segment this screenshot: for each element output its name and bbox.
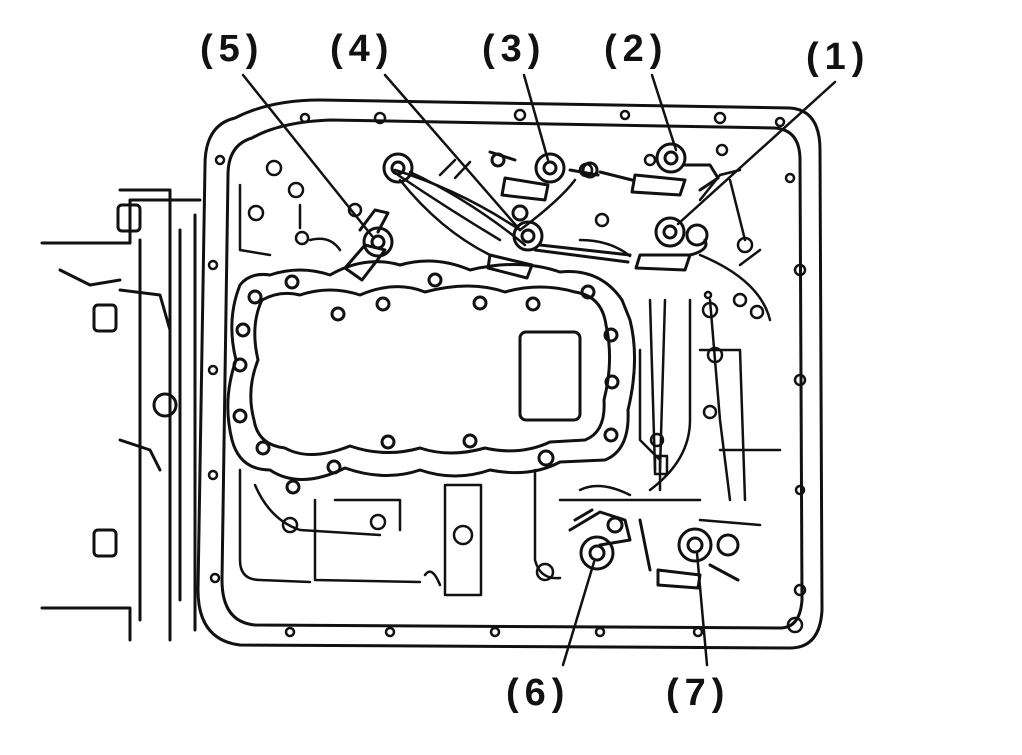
callout-5: (5) (200, 28, 265, 70)
transmission-case (40, 188, 202, 642)
upper-right-bolts (578, 143, 747, 242)
leader-line-2 (650, 73, 678, 152)
solenoid-2 (598, 142, 720, 197)
upper-left-bolts (238, 159, 363, 257)
leader-line-7 (695, 551, 709, 667)
leader-line-1 (676, 80, 837, 226)
callout-3: (3) (482, 28, 547, 70)
wiring-harness (393, 158, 632, 258)
callout-1: (1) (806, 36, 871, 78)
callout-7: (7) (666, 672, 731, 714)
solenoid-7 (638, 518, 740, 590)
lower-valve-body (238, 236, 782, 597)
flange-bolt-holes (207, 108, 807, 638)
callout-2: (2) (604, 28, 669, 70)
solenoid-4 (486, 204, 632, 280)
callout-4: (4) (330, 28, 395, 70)
leader-line-4 (383, 73, 522, 232)
solenoid-1 (634, 216, 709, 272)
callout-6: (6) (506, 672, 571, 714)
solenoid-3 (488, 150, 600, 202)
leader-line-5 (241, 73, 374, 238)
solenoid-6 (568, 508, 632, 571)
leader-line-6 (561, 560, 596, 667)
pan-flange (196, 98, 824, 650)
leader-lines (241, 73, 837, 667)
leader-line-3 (522, 73, 550, 162)
strainer-plate (226, 259, 636, 495)
solenoid-5 (343, 152, 414, 282)
